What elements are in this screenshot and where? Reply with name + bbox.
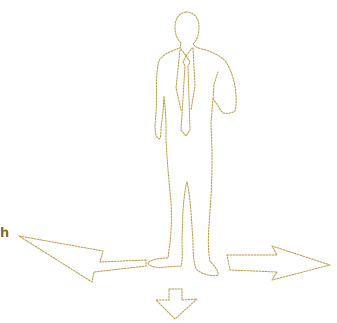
arrow-right-outline — [227, 246, 330, 280]
arm-seam-outline — [213, 72, 218, 99]
arrow-down-outline — [156, 289, 197, 319]
businessman-body-outline — [148, 12, 236, 276]
necktie-outline — [181, 56, 190, 136]
arrow-left-outline — [19, 236, 146, 282]
arrow-down-icon — [156, 289, 197, 319]
standing-businessman-outline-icon — [148, 12, 236, 276]
shirt-collar-outline — [181, 48, 192, 56]
arrow-left-icon — [19, 236, 146, 282]
arrow-right-icon — [227, 246, 330, 280]
